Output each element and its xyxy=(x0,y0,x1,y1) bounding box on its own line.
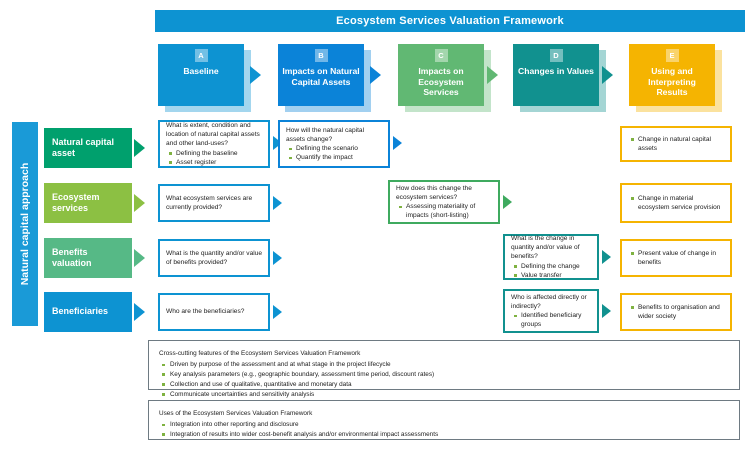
cell-a2-heading: What ecosystem services are currently pr… xyxy=(166,194,253,211)
stage-card-e[interactable]: E Using and Interpreting Results xyxy=(629,44,715,106)
cell-a1-bullets: Defining the baseline Asset register xyxy=(166,149,263,167)
stage-title-e: Using and Interpreting Results xyxy=(648,66,696,98)
note-2-heading: Uses of the Ecosystem Services Valuation… xyxy=(159,410,313,417)
stage-card-b[interactable]: B Impacts on Natural Capital Assets xyxy=(278,44,364,106)
cell-d3[interactable]: What is the change in quantity and/or va… xyxy=(503,234,599,280)
cell-b1-bullet: Quantify the impact xyxy=(286,153,383,162)
cell-a4[interactable]: Who are the beneficiaries? xyxy=(158,293,270,331)
row-arrow-natural-capital-asset xyxy=(134,139,145,157)
stage-title-b: Impacts on Natural Capital Assets xyxy=(282,66,360,87)
cell-d3-bullet: Defining the change xyxy=(511,262,592,271)
cell-a1-bullet: Asset register xyxy=(166,158,263,167)
cell-b1-bullets: Defining the scenario Quantify the impac… xyxy=(286,144,383,162)
note-2-bullets: Integration into other reporting and dis… xyxy=(159,420,729,440)
stage-arrow-c-d xyxy=(487,66,498,84)
row-arrow-benefits-valuation xyxy=(134,249,145,267)
cell-b1-bullet: Defining the scenario xyxy=(286,144,383,153)
cell-a2[interactable]: What ecosystem services are currently pr… xyxy=(158,184,270,222)
cell-e2-bullet: Change in material ecosystem service pro… xyxy=(628,194,725,212)
cell-d4-bullet: Identified beneficiary groups xyxy=(511,311,592,329)
row-label-natural-capital-asset[interactable]: Natural capital asset xyxy=(44,128,132,168)
row-label-text: Beneficiaries xyxy=(52,306,109,317)
cell-d4-bullets: Identified beneficiary groups xyxy=(511,311,592,329)
stage-title-c: Impacts on Ecosystem Services xyxy=(418,66,464,98)
stage-arrow-d-e xyxy=(602,66,613,84)
cell-c2-bullets: Assessing materiality of impacts (short-… xyxy=(396,202,493,220)
cell-d3-heading: What is the change in quantity and/or va… xyxy=(511,234,580,261)
cell-e4[interactable]: Benefits to organisation and wider socie… xyxy=(620,293,732,331)
row-label-ecosystem-services[interactable]: Ecosystem services xyxy=(44,183,132,223)
stage-card-c[interactable]: C Impacts on Ecosystem Services xyxy=(398,44,484,106)
cell-c2-bullet: Assessing materiality of impacts (short-… xyxy=(396,202,493,220)
cell-b1-heading: How will the natural capital assets chan… xyxy=(286,126,365,143)
stage-card-a[interactable]: A Baseline xyxy=(158,44,244,106)
row-label-text: Ecosystem services xyxy=(52,191,100,213)
row-arrow-ecosystem-services xyxy=(134,194,145,212)
cell-a1-heading: What is extent, condition and location o… xyxy=(166,121,260,148)
row-arrow-beneficiaries xyxy=(134,303,145,321)
note-1-heading: Cross-cutting features of the Ecosystem … xyxy=(159,350,361,357)
note-1-bullet: Communicate uncertainties and sensitivit… xyxy=(159,390,729,400)
stage-card-d[interactable]: D Changes in Values xyxy=(513,44,599,106)
cell-e3-bullets: Present value of change in benefits xyxy=(628,249,725,267)
cell-a1[interactable]: What is extent, condition and location o… xyxy=(158,120,270,168)
stage-letter-e: E xyxy=(665,49,679,62)
stage-title-d: Changes in Values xyxy=(518,66,594,76)
cell-e2[interactable]: Change in material ecosystem service pro… xyxy=(620,183,732,223)
flow-arrow-a4-next xyxy=(273,305,282,319)
note-2-bullet: Integration of results into wider cost-b… xyxy=(159,430,729,440)
cell-a4-heading: Who are the beneficiaries? xyxy=(166,308,245,316)
cell-e3[interactable]: Present value of change in benefits xyxy=(620,239,732,277)
cell-c2[interactable]: How does this change the ecosystem servi… xyxy=(388,180,500,224)
cell-e1[interactable]: Change in natural capital assets xyxy=(620,126,732,162)
stage-letter-b: B xyxy=(314,49,328,62)
natural-capital-approach-band: Natural capital approach xyxy=(12,122,38,326)
note-2-bullet: Integration into other reporting and dis… xyxy=(159,420,729,430)
cell-c2-heading: How does this change the ecosystem servi… xyxy=(396,184,472,201)
cell-e1-bullets: Change in natural capital assets xyxy=(628,135,725,153)
cell-e4-bullet: Benefits to organisation and wider socie… xyxy=(628,303,725,321)
note-cross-cutting-features: Cross-cutting features of the Ecosystem … xyxy=(148,340,740,398)
flow-arrow-d3-e3 xyxy=(602,250,611,264)
flow-arrow-b1-next xyxy=(393,136,402,150)
note-uses-of-framework: Uses of the Ecosystem Services Valuation… xyxy=(148,400,740,440)
stage-letter-d: D xyxy=(549,49,563,62)
stage-letter-a: A xyxy=(194,49,208,62)
cell-a3[interactable]: What is the quantity and/or value of ben… xyxy=(158,239,270,277)
page-title: Ecosystem Services Valuation Framework xyxy=(155,10,745,32)
cell-d3-bullets: Defining the change Value transfer xyxy=(511,262,592,280)
cell-e1-bullet: Change in natural capital assets xyxy=(628,135,725,153)
row-label-text: Benefits valuation xyxy=(52,246,92,268)
note-1-bullet: Collection and use of qualitative, quant… xyxy=(159,380,729,390)
stage-arrow-b-c xyxy=(370,66,381,84)
flow-arrow-a3-next xyxy=(273,251,282,265)
cell-e3-bullet: Present value of change in benefits xyxy=(628,249,725,267)
cell-d4-heading: Who is affected directly or indirectly? xyxy=(511,293,587,310)
stage-title-a: Baseline xyxy=(183,66,219,76)
natural-capital-approach-label: Natural capital approach xyxy=(19,162,31,286)
stage-letter-c: C xyxy=(434,49,448,62)
flow-arrow-c2-next xyxy=(503,195,512,209)
cell-a3-heading: What is the quantity and/or value of ben… xyxy=(166,249,263,266)
note-1-bullet: Key analysis parameters (e.g., geographi… xyxy=(159,370,729,380)
row-label-text: Natural capital asset xyxy=(52,136,115,158)
stage-arrow-a-b xyxy=(250,66,261,84)
row-label-benefits-valuation[interactable]: Benefits valuation xyxy=(44,238,132,278)
flow-arrow-d4-e4 xyxy=(602,304,611,318)
cell-e2-bullets: Change in material ecosystem service pro… xyxy=(628,194,725,212)
cell-a1-bullet: Defining the baseline xyxy=(166,149,263,158)
flow-arrow-a1-b1 xyxy=(273,136,282,150)
flow-arrow-a2-next xyxy=(273,196,282,210)
row-label-beneficiaries[interactable]: Beneficiaries xyxy=(44,292,132,332)
cell-d4[interactable]: Who is affected directly or indirectly? … xyxy=(503,289,599,333)
note-1-bullets: Driven by purpose of the assessment and … xyxy=(159,360,729,400)
cell-b1[interactable]: How will the natural capital assets chan… xyxy=(278,120,390,168)
note-1-bullet: Driven by purpose of the assessment and … xyxy=(159,360,729,370)
cell-e4-bullets: Benefits to organisation and wider socie… xyxy=(628,303,725,321)
cell-d3-bullet: Value transfer xyxy=(511,271,592,280)
